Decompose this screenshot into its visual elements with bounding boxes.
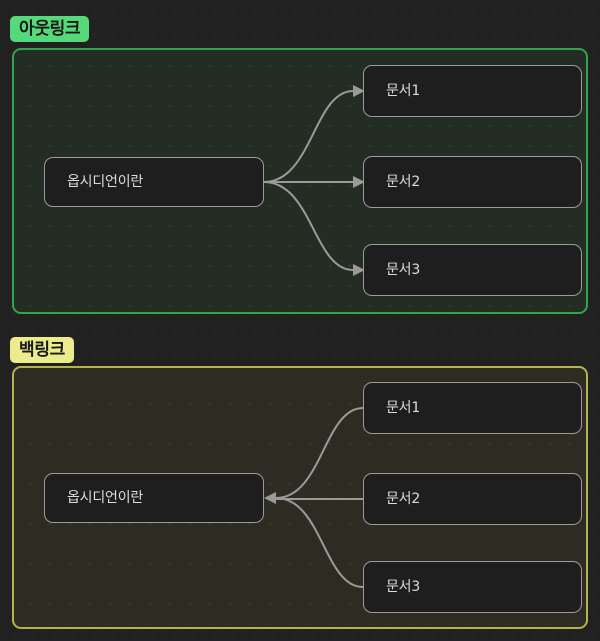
edge-doc1-to-source <box>275 407 364 499</box>
backlink-source-node[interactable]: 옵시디언이란 <box>44 473 264 523</box>
outlink-target-node-1-label: 문서1 <box>386 83 421 99</box>
backlink-panel: 옵시디언이란 문서1 문서2 문서3 <box>12 366 588 629</box>
outlink-target-node-2[interactable]: 문서2 <box>363 156 582 208</box>
outlink-target-node-3[interactable]: 문서3 <box>363 244 582 296</box>
backlink-target-node-2[interactable]: 문서2 <box>363 473 582 525</box>
section-badge-outlink: 아웃링크 <box>10 16 90 42</box>
backlink-target-node-3-label: 문서3 <box>386 579 421 595</box>
outlink-panel: 옵시디언이란 문서1 문서2 문서3 <box>12 48 588 314</box>
arrowhead-source <box>264 492 276 504</box>
outlink-source-node-label: 옵시디언이란 <box>67 174 144 190</box>
backlink-target-node-1-label: 문서1 <box>386 400 421 416</box>
outlink-target-node-2-label: 문서2 <box>386 174 421 190</box>
edge-source-to-doc1 <box>263 90 354 183</box>
section-badge-backlink: 백링크 <box>10 337 75 363</box>
backlink-target-node-1[interactable]: 문서1 <box>363 382 582 434</box>
backlink-source-node-label: 옵시디언이란 <box>67 490 144 506</box>
backlink-target-node-2-label: 문서2 <box>386 491 421 507</box>
outlink-target-node-1[interactable]: 문서1 <box>363 65 582 117</box>
backlink-target-node-3[interactable]: 문서3 <box>363 561 582 613</box>
edge-source-to-doc3 <box>263 181 354 271</box>
outlink-source-node[interactable]: 옵시디언이란 <box>44 157 264 207</box>
outlink-target-node-3-label: 문서3 <box>386 262 421 278</box>
edge-doc3-to-source <box>275 497 364 588</box>
